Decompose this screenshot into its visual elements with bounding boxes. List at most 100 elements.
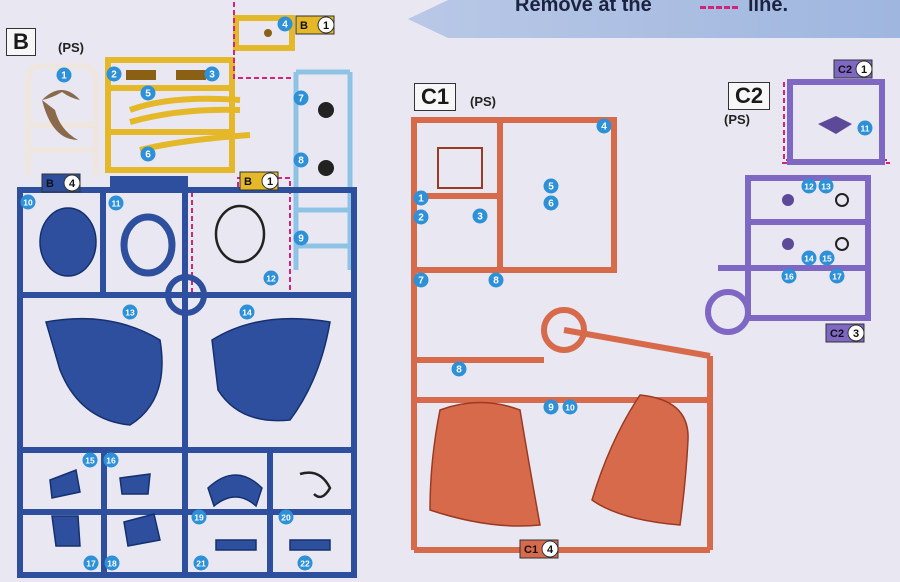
part-number-badge: 5: [543, 178, 559, 194]
badge-circle: [104, 555, 120, 571]
part-number-badge: 7: [293, 90, 309, 106]
part-number-badge: 6: [140, 146, 156, 162]
light-blue-parts: [318, 102, 334, 176]
yellow-runner: [105, 15, 295, 173]
badge-circle: [543, 178, 559, 194]
beige-part: [42, 90, 80, 140]
runner-tag-letter: C1: [524, 544, 538, 556]
runner-tag-letter: B: [300, 20, 308, 32]
part-number-badge: 17: [829, 268, 845, 284]
part-number-badge: 10: [20, 194, 36, 210]
runner-tag-letter: B: [244, 176, 252, 188]
badge-circle: [56, 67, 72, 83]
part-number-badge: 18: [104, 555, 120, 571]
part-number-badge: 9: [293, 230, 309, 246]
part-number-badge: 19: [191, 509, 207, 525]
badge-number: 13: [125, 308, 135, 318]
badge-number: 10: [23, 198, 33, 208]
badge-circle: [278, 509, 294, 525]
badge-number: 15: [822, 254, 832, 264]
part-number-badge: 12: [801, 178, 817, 194]
badge-circle: [543, 195, 559, 211]
blue-runner-top-bar: [110, 176, 188, 188]
badge-circle: [204, 66, 220, 82]
badge-number: 6: [145, 150, 151, 161]
badge-number: 5: [145, 89, 151, 100]
badge-circle: [277, 16, 293, 32]
runner-tag-letter: C2: [838, 64, 852, 76]
red-parts: [429, 147, 689, 527]
blue-runner-frame: [17, 187, 357, 578]
part-number-badge: 9: [543, 399, 559, 415]
badge-circle: [413, 209, 429, 225]
runner-c1-label: C1: [414, 83, 457, 111]
badge-circle: [106, 66, 122, 82]
part-number-badge: 16: [103, 452, 119, 468]
yellow-parts: [126, 29, 272, 80]
badge-number: 8: [493, 276, 499, 287]
part-number-badge: 15: [82, 452, 98, 468]
badge-number: 6: [548, 199, 554, 210]
badge-number: 18: [107, 559, 117, 569]
badge-number: 3: [477, 212, 483, 223]
badge-number: 17: [832, 272, 842, 282]
badge-number: 1: [418, 194, 424, 205]
part-number-badge: 14: [801, 250, 817, 266]
purple-parts: [782, 116, 852, 251]
badge-number: 4: [282, 20, 288, 31]
runner-c1-material: (PS): [470, 94, 496, 109]
badge-number: 8: [298, 156, 304, 167]
part-number-badge: 8: [293, 152, 309, 168]
part-number-badge: 8: [488, 272, 504, 288]
badge-circle: [781, 268, 797, 284]
beige-runner: [25, 63, 99, 175]
badge-number: 20: [281, 513, 291, 523]
part-number-badge: 7: [413, 272, 429, 288]
part-number-badge: 12: [263, 270, 279, 286]
badge-number: 12: [266, 274, 276, 284]
part-number-badge: 11: [108, 195, 124, 211]
badge-circle: [122, 304, 138, 320]
part-number-badge: 8: [451, 361, 467, 377]
runner-c2-label: C2: [728, 82, 771, 110]
runner-c2-material: (PS): [724, 112, 750, 127]
part-number-badge: 4: [596, 118, 612, 134]
badge-number: 2: [418, 213, 424, 224]
runner-tag-number: 4: [69, 178, 76, 190]
part-number-badge: 1: [413, 190, 429, 206]
purple-runner-frame: [705, 79, 885, 335]
part-number-badge: 11: [857, 120, 873, 136]
part-number-badge: 16: [781, 268, 797, 284]
part-number-badge: 10: [562, 399, 578, 415]
badge-circle: [488, 272, 504, 288]
badge-number: 16: [106, 456, 116, 466]
badge-circle: [451, 361, 467, 377]
badge-circle: [543, 399, 559, 415]
part-number-badge: 4: [277, 16, 293, 32]
part-number-badge: 22: [297, 555, 313, 571]
part-number-badge: 2: [106, 66, 122, 82]
badge-number: 22: [300, 559, 310, 569]
badge-number: 5: [548, 182, 554, 193]
banner-text: Remove at the: [515, 0, 652, 16]
badge-number: 14: [804, 254, 814, 264]
runner-tag-number: 1: [323, 20, 329, 32]
badge-circle: [193, 555, 209, 571]
badge-circle: [191, 509, 207, 525]
badge-number: 2: [111, 70, 117, 81]
badge-circle: [103, 452, 119, 468]
runner-b-label: B: [6, 28, 36, 56]
runner-tag-number: 4: [547, 544, 554, 556]
blue-clear-part: [214, 204, 332, 499]
badge-number: 11: [112, 199, 121, 209]
badge-circle: [20, 194, 36, 210]
badge-number: 4: [601, 122, 607, 133]
badge-number: 8: [456, 365, 462, 376]
badge-circle: [562, 399, 578, 415]
badge-circle: [472, 208, 488, 224]
runner-tag-number: 1: [861, 64, 867, 76]
badge-number: 1: [61, 71, 67, 82]
